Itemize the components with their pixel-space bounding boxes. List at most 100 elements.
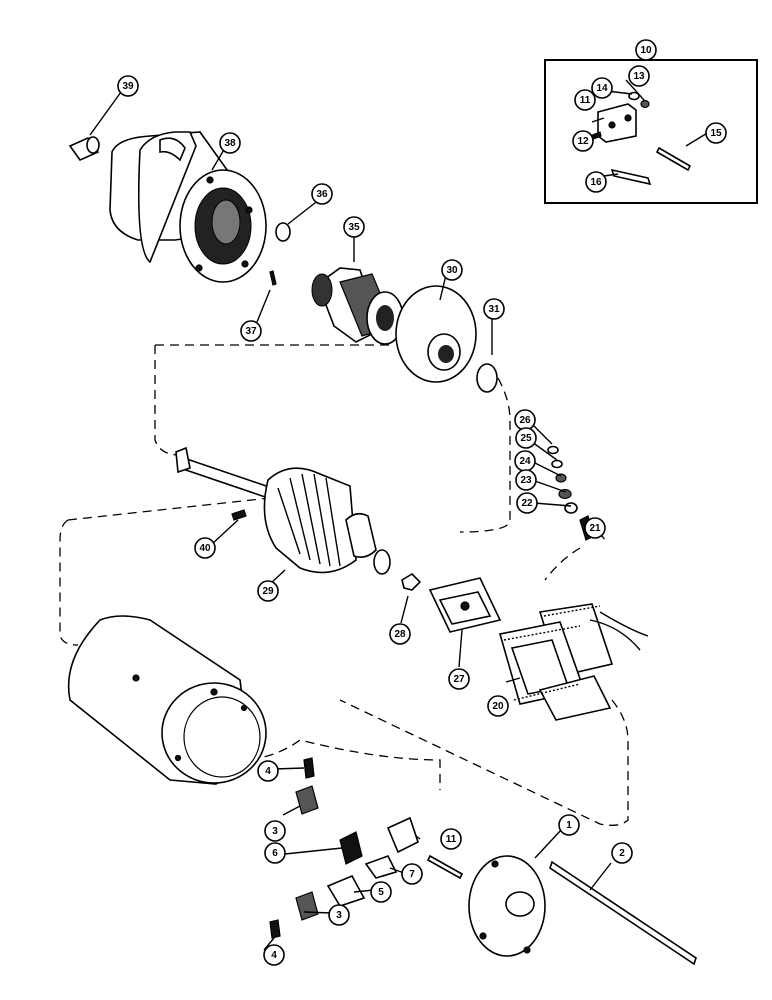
part-11-pin-lower	[426, 854, 464, 880]
callout-number: 3	[336, 910, 342, 921]
callout-circle	[611, 842, 633, 864]
part-38-drive-housing	[109, 131, 267, 283]
callout-number: 25	[520, 433, 532, 444]
part-4-screw-lower	[269, 919, 281, 939]
callout-c35: 35	[343, 216, 365, 238]
callout-c1: 1	[558, 814, 580, 836]
callout-number: 28	[394, 629, 406, 640]
callout-c28: 28	[389, 623, 411, 645]
part-3-brush-upper	[295, 785, 319, 815]
callout-number: 4	[271, 950, 277, 961]
leader-lines	[89, 79, 710, 951]
callout-c24: 24	[514, 450, 536, 472]
callout-number: 11	[580, 95, 591, 106]
part-37-pin	[269, 270, 277, 286]
callout-number: 12	[577, 136, 589, 147]
callout-number: 6	[272, 848, 278, 859]
callout-circle	[257, 580, 279, 602]
callout-number: 22	[521, 498, 533, 509]
callout-circle	[219, 132, 241, 154]
callout-number: 39	[122, 81, 134, 92]
callout-circle	[705, 122, 727, 144]
frame-housing	[67, 615, 267, 785]
callout-number: 2	[619, 848, 625, 859]
callout-c40: 40	[194, 537, 216, 559]
callout-number: 3	[272, 826, 278, 837]
part-30-plate	[395, 285, 477, 383]
callout-number: 4	[265, 766, 271, 777]
callout-circle	[401, 863, 423, 885]
callout-number: 7	[409, 869, 415, 880]
callout-c5: 5	[370, 881, 392, 903]
callout-circle	[311, 183, 333, 205]
callout-c37: 37	[240, 320, 262, 342]
callout-number: 16	[590, 177, 602, 188]
callout-number: 27	[453, 674, 465, 685]
callout-circle	[257, 760, 279, 782]
callout-number: 38	[224, 138, 236, 149]
callout-circle	[240, 320, 262, 342]
callout-c36: 36	[311, 183, 333, 205]
callout-c3a: 3	[264, 820, 286, 842]
callout-number: 1	[566, 820, 572, 831]
callout-circle	[515, 427, 537, 449]
callout-c11a: 11	[574, 89, 596, 111]
part-4-screw-upper	[303, 757, 315, 779]
part-1-end-plate	[468, 855, 546, 957]
callout-circle	[328, 904, 350, 926]
callout-number: 24	[519, 456, 531, 467]
callout-circle	[343, 216, 365, 238]
callout-c23: 23	[515, 469, 537, 491]
callout-circle	[572, 130, 594, 152]
callout-c11b: 11	[440, 828, 462, 850]
callout-circle	[441, 259, 463, 281]
callout-circle	[194, 537, 216, 559]
part-40-key	[231, 509, 247, 521]
callout-c21: 21	[584, 517, 606, 539]
part-35-drive-assembly	[311, 267, 404, 345]
callout-number: 35	[348, 222, 360, 233]
callout-c25: 25	[515, 427, 537, 449]
part-28-nut	[401, 572, 422, 591]
callout-circle	[635, 39, 657, 61]
callout-c16: 16	[585, 171, 607, 193]
callout-number: 23	[520, 475, 532, 486]
callout-number: 36	[316, 189, 328, 200]
part-29-armature	[175, 446, 391, 575]
callout-c22: 22	[516, 492, 538, 514]
callout-number: 5	[378, 887, 384, 898]
callout-circle	[487, 695, 509, 717]
part-11-bracket-lower	[386, 816, 419, 854]
callout-number: 20	[492, 701, 504, 712]
callout-c2: 2	[611, 842, 633, 864]
callout-number: 15	[710, 128, 722, 139]
callout-circle	[515, 469, 537, 491]
callout-circle	[389, 623, 411, 645]
part-2-through-bolt	[549, 860, 697, 966]
callout-number: 40	[199, 543, 211, 554]
callout-circle	[264, 842, 286, 864]
callout-circle	[516, 492, 538, 514]
part-7-spring	[364, 855, 398, 879]
callout-c4a: 4	[257, 760, 279, 782]
callout-c38: 38	[219, 132, 241, 154]
callout-c10: 10	[635, 39, 657, 61]
callouts: 3938363735303110131411121516262524232221…	[117, 39, 727, 966]
callout-c15: 15	[705, 122, 727, 144]
callout-c4b: 4	[263, 944, 285, 966]
callout-circle	[263, 944, 285, 966]
callout-number: 21	[589, 523, 601, 534]
callout-c3b: 3	[328, 904, 350, 926]
callout-c12: 12	[572, 130, 594, 152]
assembly-guide-lines	[59, 344, 629, 826]
callout-number: 10	[640, 45, 652, 56]
part-6-clip	[339, 831, 363, 865]
callout-circle	[584, 517, 606, 539]
part-20-field-coils	[498, 603, 649, 721]
callout-c14: 14	[591, 77, 613, 99]
callout-c6: 6	[264, 842, 286, 864]
callout-number: 30	[446, 265, 458, 276]
part-31-washer	[476, 363, 498, 393]
callout-c26: 26	[514, 409, 536, 431]
